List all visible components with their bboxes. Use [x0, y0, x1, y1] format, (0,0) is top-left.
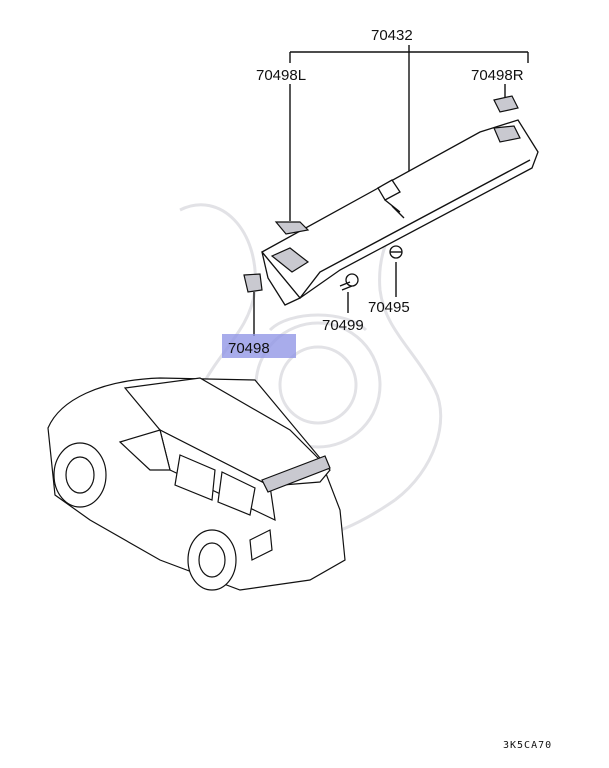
- diagram-code: 3K5CA70: [503, 740, 552, 751]
- spoiler-assembly: [260, 119, 539, 306]
- label-assembly: 70432: [371, 27, 413, 44]
- label-highlighted-part[interactable]: 70498: [228, 340, 270, 357]
- left-pad: [274, 221, 310, 235]
- label-left-pad: 70498L: [256, 67, 306, 84]
- vehicle-outline: [47, 377, 346, 591]
- screw-part: [339, 273, 359, 291]
- small-pad: [243, 273, 263, 293]
- clip-part: [389, 245, 403, 259]
- right-pad: [493, 95, 519, 113]
- label-right-pad: 70498R: [471, 67, 524, 84]
- label-screw: 70499: [322, 317, 364, 334]
- highlight-box: [222, 334, 296, 358]
- label-clip: 70495: [368, 299, 410, 316]
